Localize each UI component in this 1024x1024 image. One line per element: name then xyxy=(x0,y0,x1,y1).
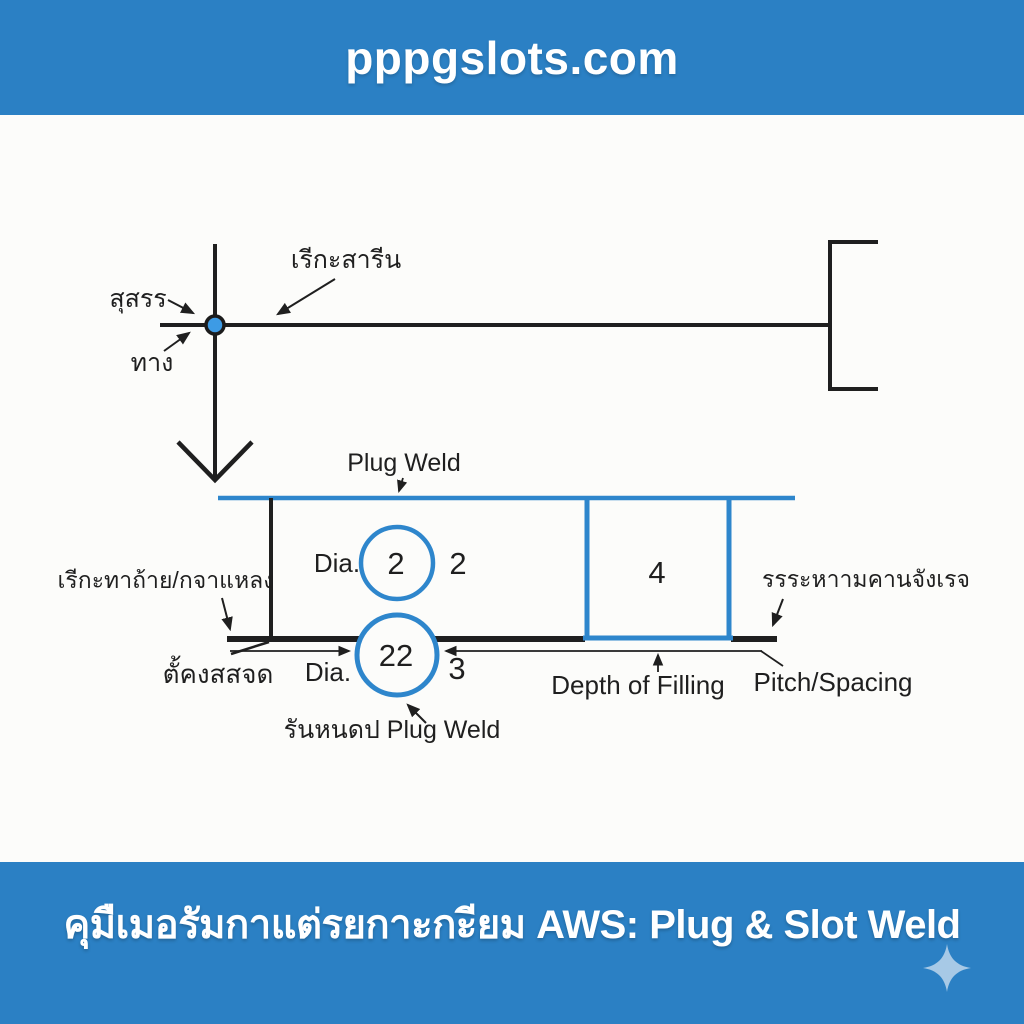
dim-line-slant xyxy=(760,650,784,667)
tail-bracket xyxy=(828,240,878,391)
junction-dot xyxy=(204,314,226,336)
right-plate-leader xyxy=(771,598,784,628)
bottom-side-value: 3 xyxy=(448,651,465,686)
top-dia-value: 2 xyxy=(387,546,404,581)
tail-label-leader xyxy=(163,331,191,352)
arrow-label: สุสรร xyxy=(109,285,166,314)
bottom-dia-value: 22 xyxy=(379,638,413,673)
bottom-dia-label: Dia. xyxy=(305,657,351,687)
right-plate-label: รรระหาามคานจังเรจ xyxy=(762,566,970,592)
depth-value: 4 xyxy=(648,555,665,590)
depth-of-filling-label: Depth of Filling xyxy=(551,670,724,700)
left-plate-label: เรีกะทาถ้าย/กจาแหลง xyxy=(58,567,275,593)
left-bottom-label: ตั้คงสสจด xyxy=(163,655,274,689)
footer-title: คุมืเมอรัมกาแต่รยกาะกะียม AWS: Plug & Sl… xyxy=(63,903,962,947)
header-banner: pppgslots.com xyxy=(0,0,1024,115)
left-bottom-leader xyxy=(230,640,270,656)
footer-banner: คุมืเมอรัมกาแต่รยกาะกะียม AWS: Plug & Sl… xyxy=(0,862,1024,1024)
arrow-label-leader xyxy=(167,299,196,315)
reference-line-leader xyxy=(276,278,336,316)
site-name: pppgslots.com xyxy=(345,31,679,84)
reference-line-label: เรีกะสารีน xyxy=(291,246,401,274)
plug-weld-leader xyxy=(397,477,408,494)
top-side-value: 2 xyxy=(449,546,466,581)
plug-weld-label: Plug Weld xyxy=(347,449,461,477)
bottom-plug-weld-label: รันหนดป Plug Weld xyxy=(284,716,501,744)
top-weld-circle xyxy=(358,524,436,602)
bottom-circle-leader xyxy=(406,703,427,724)
sparkle-icon xyxy=(923,944,971,992)
pitch-spacing-label: Pitch/Spacing xyxy=(754,667,913,697)
arrowhead-v xyxy=(176,440,254,484)
top-dia-label: Dia. xyxy=(314,548,360,578)
tail-label: ทาง xyxy=(131,349,174,377)
bottom-weld-circle xyxy=(354,612,440,698)
left-plate-leader xyxy=(221,597,233,632)
